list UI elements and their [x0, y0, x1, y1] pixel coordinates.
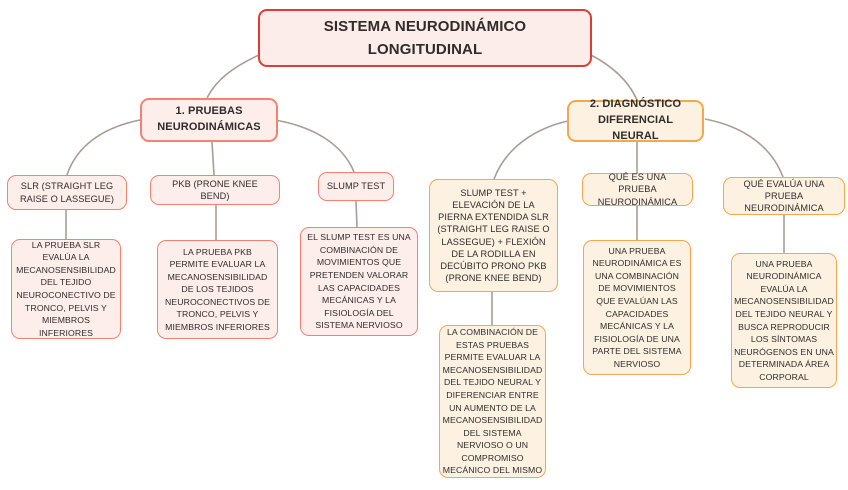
child-node-label: QUÉ ES UNA PRUEBA NEURODINÁMICA — [597, 172, 678, 207]
description-text: UNA PRUEBA NEURODINÁMICA EVALÚA LA MECAN… — [734, 258, 834, 382]
connector — [211, 141, 215, 176]
child-node-label: SLUMP TEST + ELEVACIÓN DE LA PIERNA EXTE… — [437, 187, 550, 283]
branch-node-pruebas[interactable]: 1. PRUEBAS NEURODINÁMICAS — [140, 98, 278, 142]
branch-node-label: 1. PRUEBAS NEURODINÁMICAS — [157, 105, 261, 133]
description-node-que-es-prueba[interactable]: UNA PRUEBA NEURODINÁMICA ES UNA COMBINAC… — [583, 240, 691, 375]
connector — [206, 54, 260, 99]
connector — [274, 119, 355, 173]
description-node-que-evalua-prueba[interactable]: UNA PRUEBA NEURODINÁMICA EVALÚA LA MECAN… — [731, 253, 837, 388]
root-node-label: SISTEMA NEURODINÁMICO LONGITUDINAL — [323, 17, 527, 58]
child-node-label: QUÉ EVALÚA UNA PRUEBA NEURODINÁMICA — [743, 178, 825, 214]
description-node-slr[interactable]: LA PRUEBA SLR EVALÚA LA MECANOSENSIBILID… — [11, 239, 121, 339]
child-node-que-es-prueba[interactable]: QUÉ ES UNA PRUEBA NEURODINÁMICA — [582, 172, 693, 207]
connector — [704, 118, 784, 178]
description-text: LA COMBINACIÓN DE ESTAS PRUEBAS PERMITE … — [442, 327, 543, 476]
child-node-slump-test[interactable]: SLUMP TEST — [318, 172, 394, 201]
branch-node-label: 2. DIAGNÓSTICO DIFERENCIAL NEURAL — [589, 98, 682, 142]
description-node-pkb[interactable]: LA PRUEBA PKB PERMITE EVALUAR LA MECANOS… — [157, 240, 278, 339]
description-text: UNA PRUEBA NEURODINÁMICA ES UNA COMBINAC… — [592, 245, 682, 369]
child-node-slr[interactable]: SLR (STRAIGHT LEG RAISE O LASSEGUE) — [7, 175, 127, 210]
child-node-label: SLUMP TEST — [326, 181, 386, 192]
connector — [66, 119, 141, 176]
description-text: LA PRUEBA PKB PERMITE EVALUAR LA MECANOS… — [164, 246, 271, 332]
child-node-que-evalua-prueba[interactable]: QUÉ EVALÚA UNA PRUEBA NEURODINÁMICA — [723, 177, 845, 215]
branch-node-diagnostico[interactable]: 2. DIAGNÓSTICO DIFERENCIAL NEURAL — [567, 98, 704, 142]
child-node-combinacion-pruebas[interactable]: SLUMP TEST + ELEVACIÓN DE LA PIERNA EXTE… — [429, 179, 558, 292]
description-node-combinacion-pruebas[interactable]: LA COMBINACIÓN DE ESTAS PRUEBAS PERMITE … — [439, 325, 546, 478]
description-text: LA PRUEBA SLR EVALÚA LA MECANOSENSIBILID… — [16, 239, 116, 338]
child-node-label: SLR (STRAIGHT LEG RAISE O LASSEGUE) — [19, 181, 115, 204]
root-node-title[interactable]: SISTEMA NEURODINÁMICO LONGITUDINAL — [258, 9, 592, 67]
connector — [493, 120, 569, 180]
description-node-slump-test[interactable]: EL SLUMP TEST ES UNA COMBINACIÓN DE MOVI… — [300, 227, 418, 336]
child-node-label: PKB (PRONE KNEE BEND) — [172, 178, 258, 201]
connector — [355, 200, 358, 228]
description-text: EL SLUMP TEST ES UNA COMBINACIÓN DE MOVI… — [307, 232, 411, 331]
child-node-pkb[interactable]: PKB (PRONE KNEE BEND) — [150, 175, 280, 205]
connector — [590, 54, 638, 101]
